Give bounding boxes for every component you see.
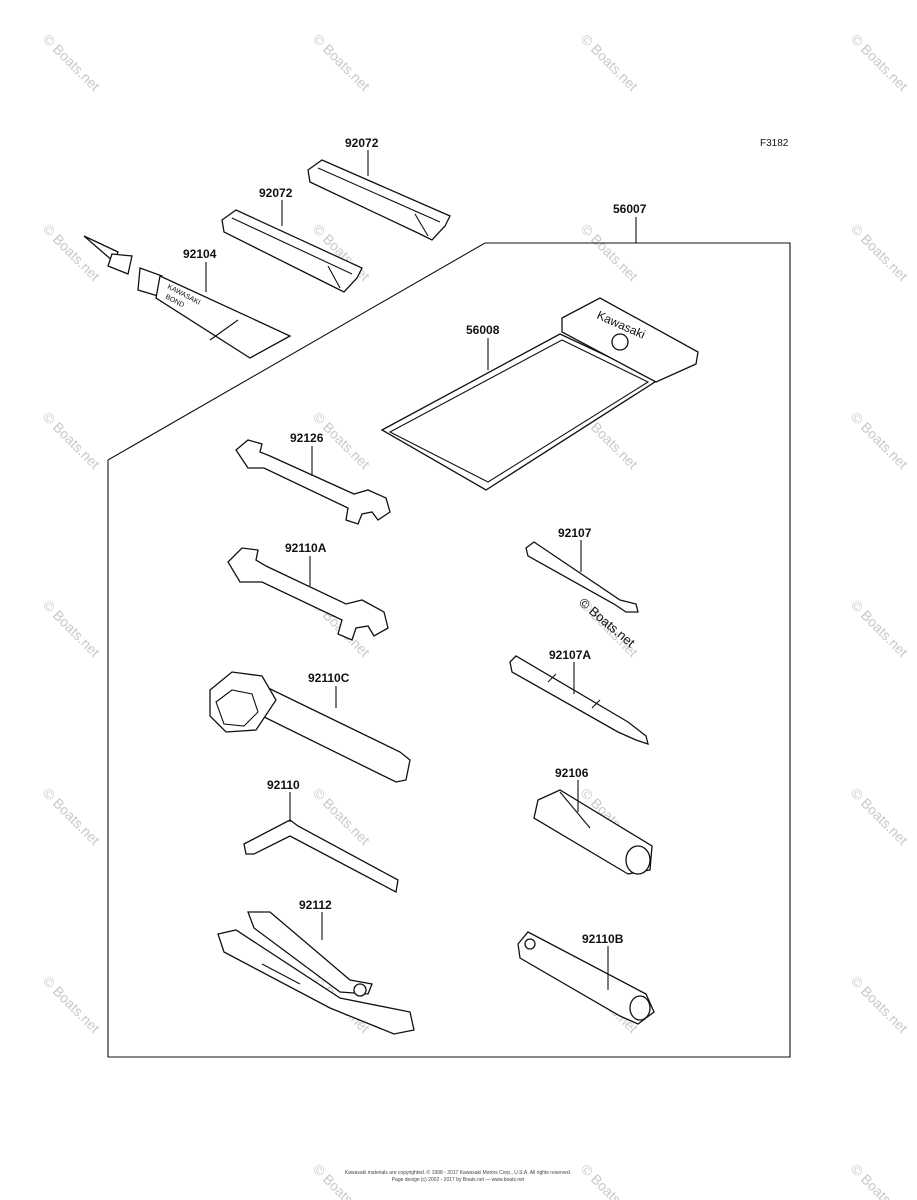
driver-handle-drawing	[533, 789, 653, 875]
part-label-92104: 92104	[183, 247, 217, 261]
footer-page-design: Page design (c) 2002 - 2017 by Boats.net…	[392, 1177, 525, 1183]
tool-kit-boundary	[107, 242, 791, 1058]
wrench-92110A-drawing	[227, 547, 389, 641]
pliers-drawing	[217, 911, 415, 1035]
part-label-92107: 92107	[558, 526, 592, 540]
screwdriver-alt-drawing	[509, 655, 649, 745]
strap-top-drawing	[307, 159, 451, 241]
watermark: © Boats.net	[848, 409, 911, 472]
watermark: © Boats.net	[310, 1161, 373, 1200]
part-label-92106: 92106	[555, 766, 589, 780]
watermark: © Boats.net	[40, 597, 103, 660]
part-label-92110: 92110	[267, 778, 300, 792]
watermark: © Boats.net	[848, 1161, 911, 1200]
part-label-92072-top: 92072	[345, 136, 379, 150]
part-label-56007: 56007	[613, 202, 647, 216]
watermark: © Boats.net	[40, 973, 103, 1036]
watermark: © Boats.net	[848, 597, 911, 660]
wrench-92126-drawing	[235, 439, 391, 525]
watermark: © Boats.net	[40, 31, 103, 94]
watermark: © Boats.net	[40, 409, 103, 472]
watermark: © Boats.net	[578, 1161, 641, 1200]
watermark: © Boats.net	[310, 31, 373, 94]
watermark: © Boats.net	[578, 31, 641, 94]
watermark: © Boats.net	[848, 973, 911, 1036]
watermark: © Boats.net	[40, 221, 103, 284]
watermark: © Boats.net	[848, 31, 911, 94]
strap-second-drawing	[221, 209, 363, 293]
part-label-92110B: 92110B	[582, 932, 624, 946]
part-label-92072-second: 92072	[259, 186, 293, 200]
watermark: © Boats.net	[578, 221, 641, 284]
watermark: © Boats.net	[848, 785, 911, 848]
watermark-layer: © Boats.net © Boats.net © Boats.net © Bo…	[40, 31, 911, 1200]
spark-plug-wrench-drawing	[517, 931, 655, 1025]
tool-bag-drawing: Kawasaki	[380, 297, 699, 491]
footer-copyright: Kawasaki materials are copyrighted. © 19…	[345, 1169, 571, 1176]
part-label-92110C: 92110C	[308, 671, 350, 685]
screwdriver-drawing	[525, 541, 639, 613]
hex-key-drawing	[243, 819, 399, 893]
part-label-92126: 92126	[290, 431, 324, 445]
watermark: © Boats.net	[40, 785, 103, 848]
watermark: © Boats.net	[848, 221, 911, 284]
part-label-92112: 92112	[299, 898, 332, 912]
figure-code: F3182	[760, 138, 789, 149]
socket-wrench-drawing	[209, 671, 411, 783]
bond-tube-drawing: KAWASAKI BOND	[83, 235, 292, 359]
part-label-56008: 56008	[466, 323, 500, 337]
part-label-92107A: 92107A	[549, 648, 591, 662]
part-label-92110A: 92110A	[285, 541, 327, 555]
